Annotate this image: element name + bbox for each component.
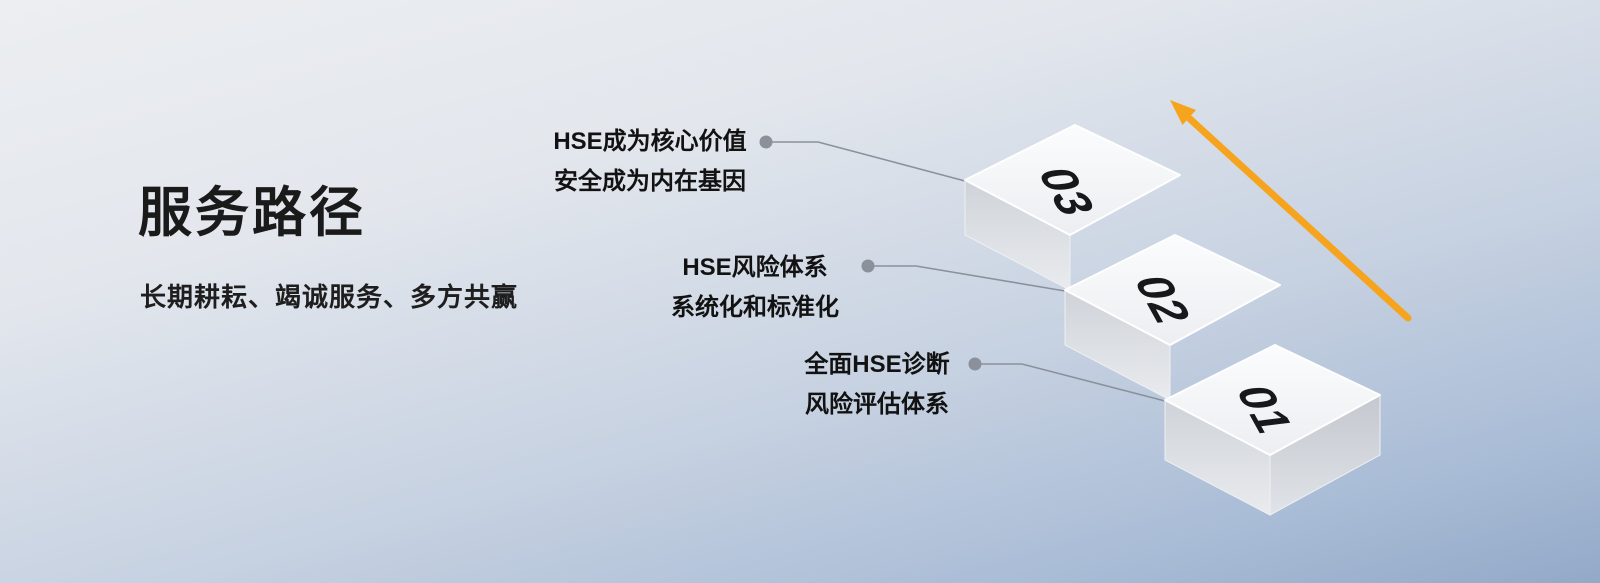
growth-arrow-shaft — [1186, 115, 1412, 322]
connector-line-01 — [975, 363, 1166, 402]
step-01: 01 — [1164, 344, 1381, 516]
connector-dot-01 — [968, 357, 982, 371]
connector-dots — [759, 135, 982, 371]
connector-line-02 — [868, 265, 1066, 292]
step-02-label-line-1: HSE风险体系 — [682, 254, 828, 281]
connector-line-03 — [766, 141, 966, 182]
step-03: 03 — [964, 124, 1181, 291]
step-03-label: HSE成为核心价值 安全成为内在基因 — [540, 122, 760, 202]
step-02-top-face — [1064, 234, 1281, 346]
page-subtitle: 长期耕耘、竭诚服务、多方共赢 — [140, 282, 519, 313]
connector-dot-03 — [759, 135, 773, 149]
step-03-top-face — [964, 124, 1181, 236]
step-02-label: HSE风险体系 系统化和标准化 — [650, 248, 860, 328]
step-02: 02 — [1064, 234, 1281, 401]
step-01-label-line-1: 全面HSE诊断 — [804, 351, 950, 378]
growth-arrow-icon — [1170, 100, 1412, 322]
step-01-label: 全面HSE诊断 风险评估体系 — [782, 345, 972, 425]
title-block: 服务路径 长期耕耘、竭诚服务、多方共赢 — [138, 183, 519, 314]
connector-dot-02 — [861, 259, 875, 273]
step-03-label-line-1: HSE成为核心价值 — [553, 128, 747, 155]
page-title: 服务路径 — [138, 183, 366, 243]
step-02-label-line-2: 系统化和标准化 — [671, 294, 839, 321]
step-03-label-line-2: 安全成为内在基因 — [554, 168, 746, 195]
connector-group — [766, 141, 1166, 402]
step-01-label-line-2: 风险评估体系 — [805, 391, 949, 418]
step-01-top-face — [1164, 344, 1381, 456]
growth-arrow-head — [1170, 100, 1196, 125]
